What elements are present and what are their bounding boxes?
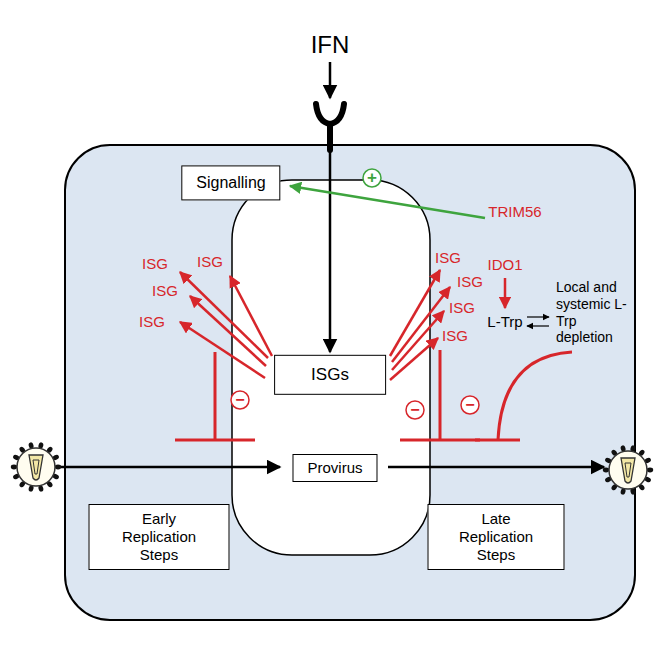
isg-arrow — [180, 272, 268, 358]
minus-circle — [231, 391, 249, 409]
exchange-arrow — [527, 316, 549, 317]
signal-arrow — [329, 150, 332, 352]
plus-sign: + — [367, 168, 377, 188]
protein-label: TRIM56 — [488, 203, 541, 221]
title-label: IFN — [311, 31, 350, 60]
inhibition-right — [400, 350, 480, 440]
minus-sign: − — [465, 395, 474, 414]
metabolite-label: L-Trp — [487, 313, 522, 331]
minus-sign: − — [235, 390, 244, 409]
receptor-symbol — [316, 104, 344, 150]
ifn-arrow — [329, 62, 332, 98]
box-text: Late Replication Steps — [449, 510, 544, 564]
box-text: Provirus — [307, 459, 362, 477]
minus-circle — [406, 401, 424, 419]
process-box: Early Replication Steps — [89, 504, 230, 570]
process-box: Signalling — [181, 165, 280, 200]
virus-particle — [603, 445, 653, 495]
cell — [65, 145, 635, 620]
minus-sign: − — [410, 400, 419, 419]
isg-arrow — [230, 276, 272, 356]
replication-arrow — [388, 466, 604, 469]
isg-label: ISG — [139, 313, 165, 331]
enzyme-label: IDO1 — [487, 256, 522, 274]
isg-label: ISG — [457, 273, 483, 291]
isg-label: ISG — [197, 253, 223, 271]
isg-arrow — [190, 296, 266, 366]
isg-label: ISG — [142, 255, 168, 273]
isg-label: ISG — [152, 282, 178, 300]
process-box: Provirus — [292, 454, 377, 482]
isg-label: ISG — [435, 249, 461, 267]
isg-label: ISG — [442, 327, 468, 345]
trim56-arrow — [290, 186, 485, 218]
inhibition-left — [175, 352, 255, 440]
virus-particle — [11, 442, 61, 492]
box-text: Signalling — [196, 173, 265, 192]
box-text: Early Replication Steps — [112, 510, 207, 564]
ido1-arrow — [504, 278, 507, 308]
isg-arrow — [390, 338, 438, 380]
isg-arrow — [180, 322, 265, 378]
box-text: ISGs — [311, 365, 349, 385]
note-label: Local and systemic L-Trp depletion — [556, 279, 630, 346]
minus-circle — [461, 396, 479, 414]
process-box: ISGs — [274, 355, 386, 395]
exchange-arrow — [527, 325, 549, 326]
process-box: Late Replication Steps — [428, 504, 565, 570]
replication-arrow — [60, 466, 280, 469]
inhibition-trp — [475, 352, 572, 440]
isg-label: ISG — [449, 299, 475, 317]
